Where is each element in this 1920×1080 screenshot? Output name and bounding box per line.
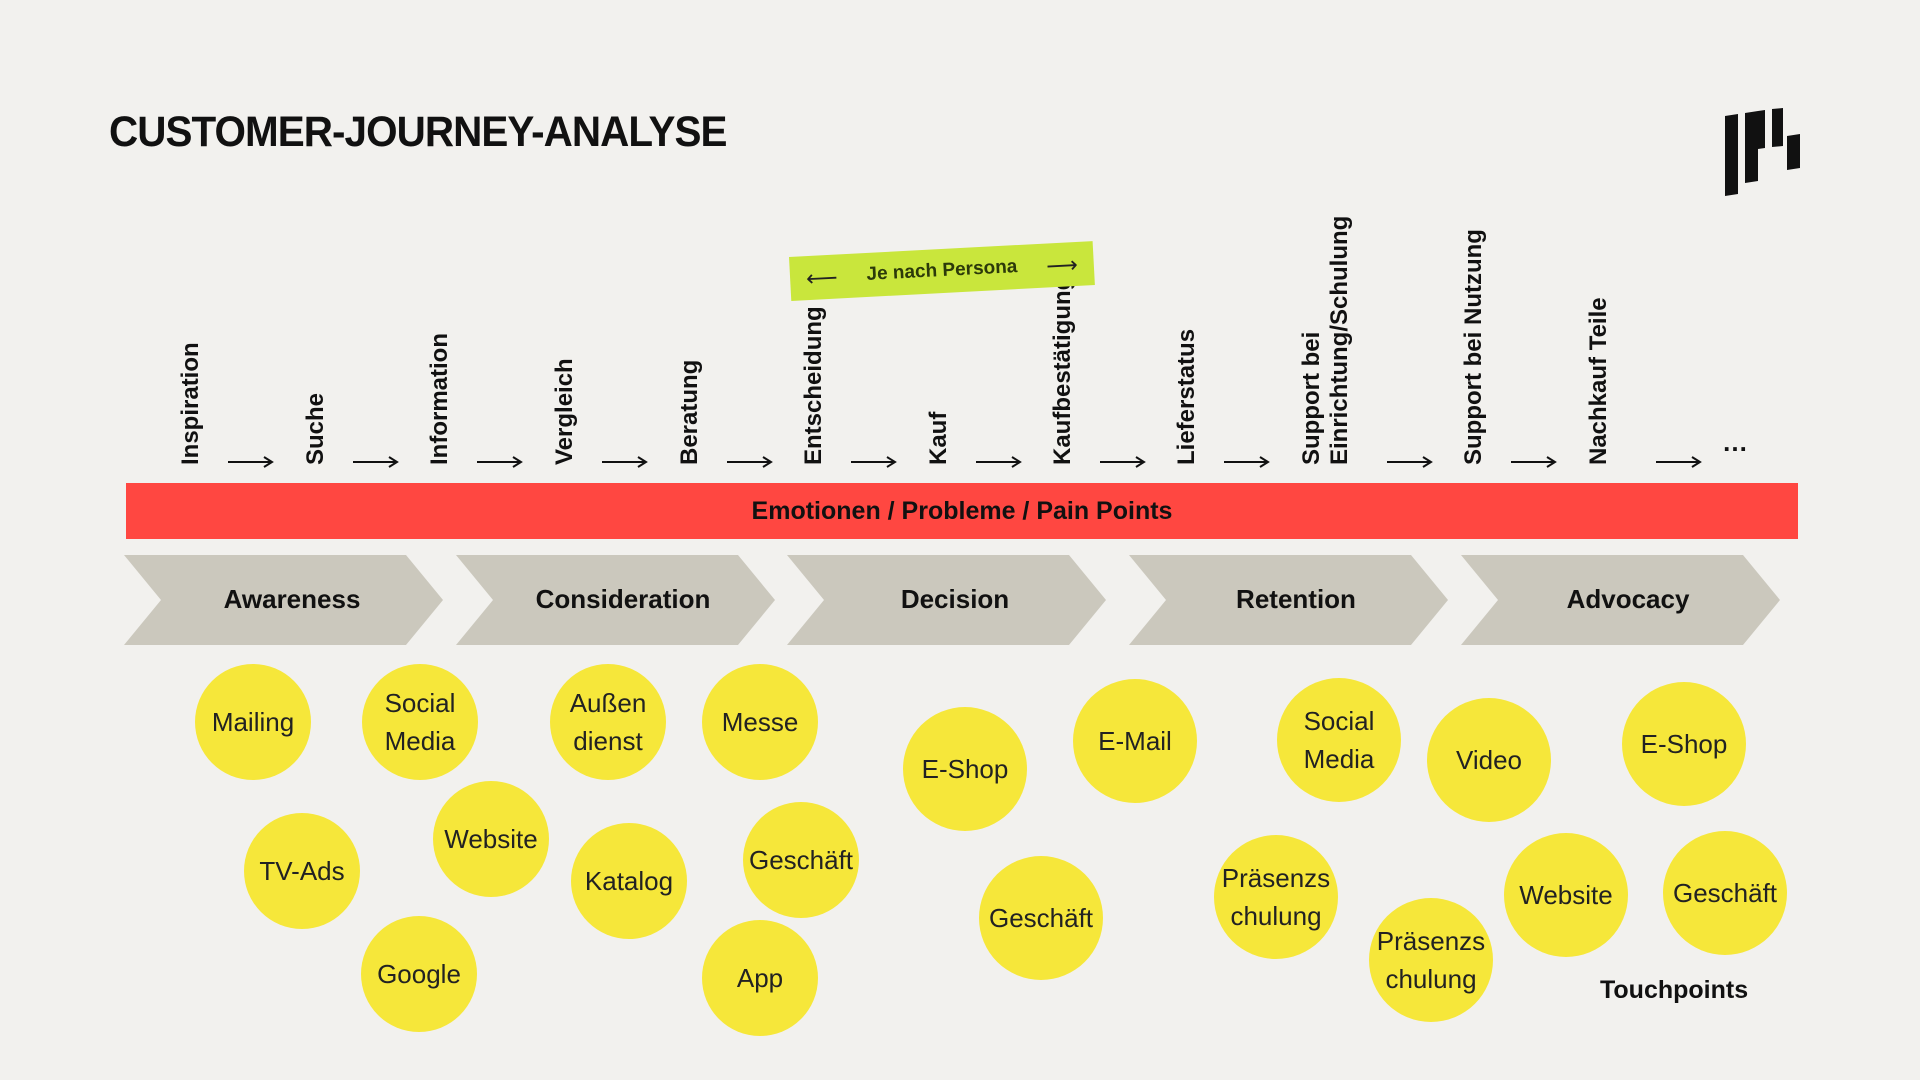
- touchpoint-bubble: TV-Ads: [244, 813, 360, 929]
- arrow-right-icon: [353, 456, 399, 468]
- arrow-right-icon: [228, 456, 274, 468]
- journey-step: Vergleich: [551, 358, 579, 465]
- journey-step-label: Vergleich: [551, 358, 578, 465]
- journey-step: Entscheidung: [800, 306, 828, 465]
- arrow-right-icon: [602, 456, 648, 468]
- touchpoint-label: Geschäft: [988, 903, 1094, 933]
- more-steps-ellipsis: …: [1722, 427, 1748, 457]
- touchpoint-label: Social: [1303, 706, 1375, 736]
- touchpoint-label: chulung: [1230, 901, 1322, 931]
- touchpoint-label: Website: [1519, 880, 1613, 910]
- journey-step-label: Kauf: [925, 411, 952, 465]
- journey-step-label: Beratung: [676, 359, 703, 465]
- arrow-right-icon: [1100, 456, 1146, 468]
- touchpoint-bubble: Präsenzs chulung: [1369, 898, 1493, 1022]
- journey-step-label: Inspiration: [177, 342, 204, 465]
- journey-step: Suche: [302, 393, 330, 465]
- touchpoint-label: Außen: [569, 688, 647, 718]
- journey-step: Kaufbestätigung: [1049, 276, 1077, 465]
- touchpoint-bubble: App: [702, 920, 818, 1036]
- touchpoint-label: Katalog: [584, 866, 674, 896]
- phase-label: Retention: [1236, 584, 1356, 614]
- touchpoint-bubble: Präsenzs chulung: [1214, 835, 1338, 959]
- touchpoint-label: chulung: [1385, 964, 1477, 994]
- phase-label: Awareness: [223, 584, 361, 614]
- arrow-right-icon: [1511, 456, 1557, 468]
- touchpoint-bubble: E-Shop: [903, 707, 1027, 831]
- phase-label: Consideration: [535, 584, 711, 614]
- touchpoint-bubble: Geschäft: [979, 856, 1103, 980]
- touchpoint-bubble: Katalog: [571, 823, 687, 939]
- touchpoint-label: Mailing: [211, 707, 295, 737]
- touchpoint-label: Google: [377, 959, 461, 989]
- journey-step-label: Kaufbestätigung: [1049, 275, 1076, 465]
- journey-step-label: Lieferstatus: [1173, 328, 1200, 465]
- touchpoint-label: dienst: [573, 726, 643, 756]
- journey-step-label: Support bei Nutzung: [1460, 229, 1487, 465]
- touchpoint-label: E-Mail: [1098, 726, 1172, 756]
- touchpoint-label: E-Shop: [1640, 729, 1728, 759]
- pain-points-label: Emotionen / Probleme / Pain Points: [751, 496, 1173, 525]
- journey-step: Lieferstatus: [1173, 329, 1201, 465]
- arrow-right-icon: [976, 456, 1022, 468]
- touchpoint-label: Video: [1455, 745, 1523, 775]
- touchpoint-label: Geschäft: [1672, 878, 1778, 908]
- arrow-right-icon: [477, 456, 523, 468]
- touchpoint-label: Präsenzs: [1221, 863, 1331, 893]
- touchpoint-bubble: E-Mail: [1073, 679, 1197, 803]
- journey-step: Support bei Nutzung: [1460, 229, 1488, 465]
- touchpoint-bubble: E-Shop: [1622, 682, 1746, 806]
- touchpoint-bubble: Geschäft: [743, 802, 859, 918]
- arrow-right-icon: [727, 456, 773, 468]
- phase-label: Advocacy: [1566, 584, 1690, 614]
- touchpoint-label: Media: [1303, 744, 1375, 774]
- journey-step: Nachkauf Teile: [1585, 297, 1613, 465]
- journey-step: Beratung: [676, 360, 704, 465]
- touchpoint-label: Media: [384, 726, 456, 756]
- journey-step: Information: [426, 333, 454, 465]
- touchpoint-bubble: Messe: [702, 664, 818, 780]
- touchpoint-label: Website: [444, 824, 538, 854]
- arrow-right-icon: [851, 456, 897, 468]
- journey-step-label: Einrichtung/Schulung: [1326, 215, 1353, 465]
- arrow-right-icon: [1387, 456, 1433, 468]
- journey-step-label: Suche: [302, 392, 329, 465]
- touchpoint-label: App: [736, 963, 784, 993]
- phase-label: Decision: [900, 584, 1010, 614]
- journey-step-label: Support bei: [1298, 331, 1325, 465]
- pain-points-bar: Emotionen / Probleme / Pain Points: [126, 483, 1798, 539]
- journey-step-label: Information: [426, 333, 453, 465]
- touchpoint-bubble: Website: [433, 781, 549, 897]
- touchpoint-label: Geschäft: [748, 845, 854, 875]
- arrow-right-icon: [1656, 456, 1702, 468]
- touchpoint-bubble: Außen dienst: [550, 664, 666, 780]
- touchpoint-bubble: Google: [361, 916, 477, 1032]
- touchpoint-label: Social: [384, 688, 456, 718]
- touchpoint-label: Messe: [721, 707, 799, 737]
- touchpoint-label: Präsenzs: [1376, 926, 1486, 956]
- brand-logo-icon: [1725, 108, 1800, 196]
- journey-step-label: Nachkauf Teile: [1585, 297, 1612, 465]
- page-title: CUSTOMER-JOURNEY-ANALYSE: [109, 108, 727, 156]
- touchpoint-bubble: Mailing: [195, 664, 311, 780]
- touchpoint-bubble: Video: [1427, 698, 1551, 822]
- touchpoints-label: Touchpoints: [1600, 976, 1749, 1004]
- arrow-right-icon: [1224, 456, 1270, 468]
- journey-step: Kauf: [925, 412, 953, 465]
- touchpoint-bubble: Geschäft: [1663, 831, 1787, 955]
- journey-step-label: Entscheidung: [800, 306, 827, 465]
- arrow-right-icon: ⟶: [1045, 251, 1079, 279]
- touchpoint-label: E-Shop: [921, 754, 1009, 784]
- persona-label: Je nach Persona: [865, 256, 1018, 285]
- touchpoint-bubble: Website: [1504, 833, 1628, 957]
- arrow-left-icon: ⟵: [805, 264, 839, 292]
- journey-step: Inspiration: [177, 342, 205, 465]
- touchpoint-label: TV-Ads: [259, 856, 345, 886]
